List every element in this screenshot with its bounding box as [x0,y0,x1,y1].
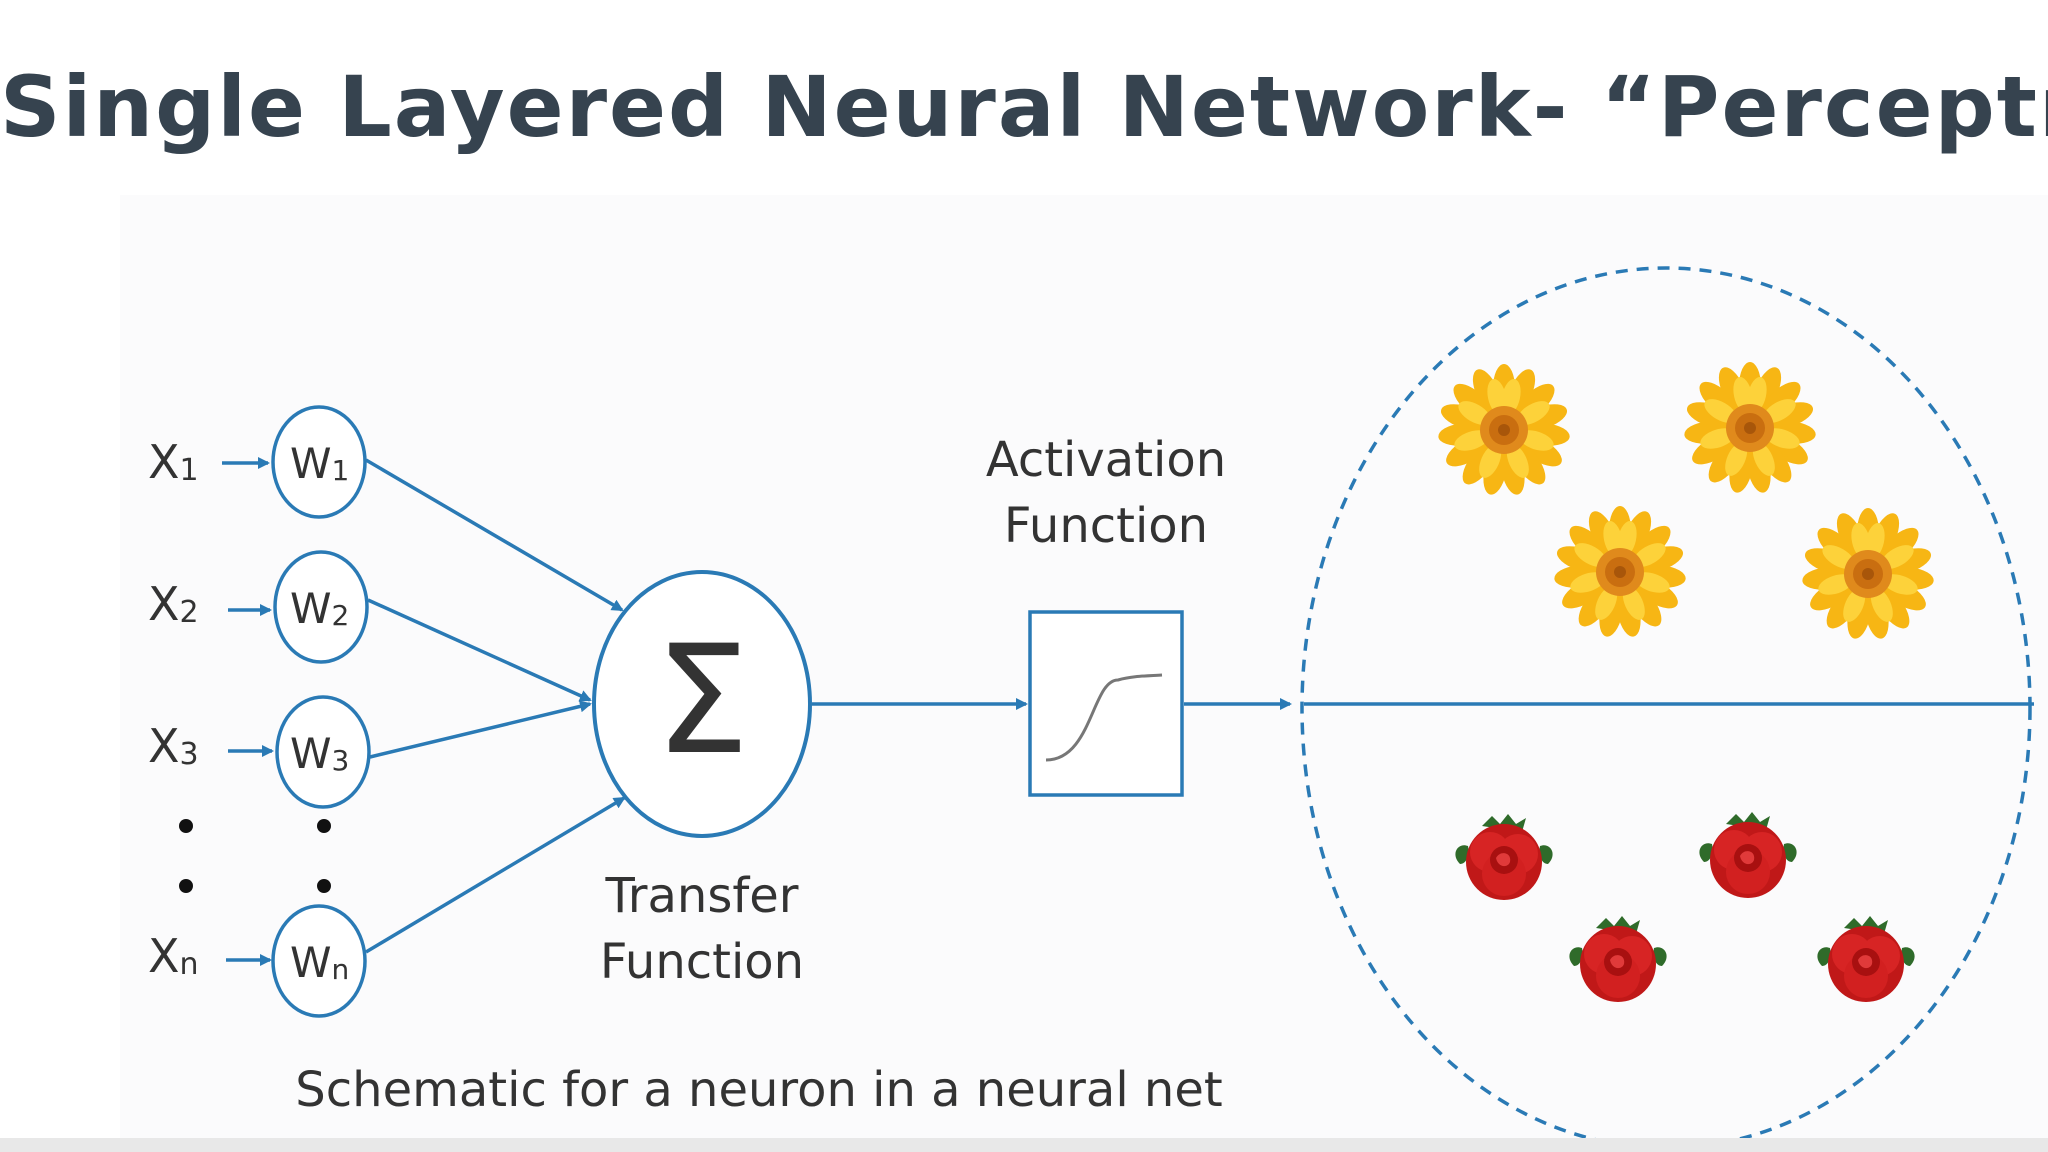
ellipsis-dots [179,819,331,893]
slide-title: Single Layered Neural Network- “Perceptr… [0,58,2048,156]
weight-node-n [271,904,367,1018]
weight-arrow-2 [367,598,592,702]
rose-icon [1699,812,1797,898]
weight-arrow-n [365,796,626,954]
sunflower-icon [1683,362,1817,495]
transfer-function-label-line1: Transfer [604,868,798,924]
weight-w2-label: W2 [290,584,349,633]
svg-text:X3: X3 [148,719,199,773]
svg-text:W2: W2 [290,584,349,633]
weight-node-3 [275,695,371,809]
sigma-symbol: Σ [655,614,750,788]
activation-function-label-line2: Function [1004,498,1208,554]
svg-text:X2: X2 [148,577,199,631]
bottom-edge-bar [0,1138,2048,1152]
sunflower-icon [1553,506,1687,639]
summation-node [592,570,812,838]
svg-text:X1: X1 [148,435,199,489]
activation-function-box [1028,610,1184,797]
svg-text:Xn: Xn [148,929,199,983]
weight-w1-label: W1 [290,439,349,488]
output-class-region [1300,266,2032,1150]
weight-node-1 [271,405,367,519]
svg-text:W1: W1 [290,439,349,488]
rose-icon [1817,916,1915,1002]
input-x2-label: X2 [148,577,199,631]
rose-icon [1569,916,1667,1002]
weight-wn-label: Wn [290,938,349,987]
sigmoid-curve-icon [1045,673,1163,762]
diagram-caption: Schematic for a neuron in a neural net [295,1062,1222,1118]
rose-icon [1455,814,1553,900]
activation-function-label-line1: Activation [986,432,1226,488]
transfer-function-label-line2: Function [600,934,804,990]
input-xn-label: Xn [148,929,199,983]
input-x1-label: X1 [148,435,199,489]
weight-node-2 [273,550,369,664]
weight-w3-label: W3 [290,729,349,778]
input-x3-label: X3 [148,719,199,773]
sunflower-icon [1801,508,1935,641]
weight-arrow-1 [365,458,624,612]
svg-text:W3: W3 [290,729,349,778]
weight-arrow-3 [369,700,592,759]
svg-text:Wn: Wn [290,938,349,987]
sunflower-icon [1437,364,1571,497]
